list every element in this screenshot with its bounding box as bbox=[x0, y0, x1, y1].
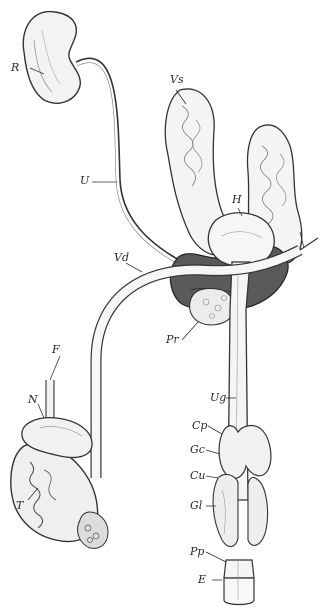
label-gl: Gl bbox=[190, 500, 202, 511]
label-pr: Pr bbox=[166, 334, 179, 345]
label-e: E bbox=[198, 574, 206, 585]
label-vd: Vd bbox=[114, 252, 129, 263]
label-u: U bbox=[80, 175, 89, 186]
label-n: N bbox=[28, 394, 38, 405]
epididymis-tail bbox=[78, 512, 108, 548]
label-r: R bbox=[11, 62, 19, 73]
label-ug: Ug bbox=[210, 392, 226, 403]
label-cu: Cu bbox=[190, 470, 206, 481]
cowper-gland-region bbox=[219, 426, 271, 479]
label-f: F bbox=[52, 344, 60, 355]
label-t: T bbox=[16, 500, 23, 511]
prostate-lobe bbox=[190, 289, 235, 325]
label-h: H bbox=[232, 194, 242, 205]
bladder-ampulla bbox=[208, 213, 274, 267]
preputium bbox=[224, 560, 254, 605]
label-pp: Pp bbox=[190, 546, 204, 557]
label-vs: Vs bbox=[170, 74, 184, 85]
kidney bbox=[23, 12, 80, 104]
label-cp: Cp bbox=[192, 420, 207, 431]
label-gc: Gc bbox=[190, 444, 205, 455]
